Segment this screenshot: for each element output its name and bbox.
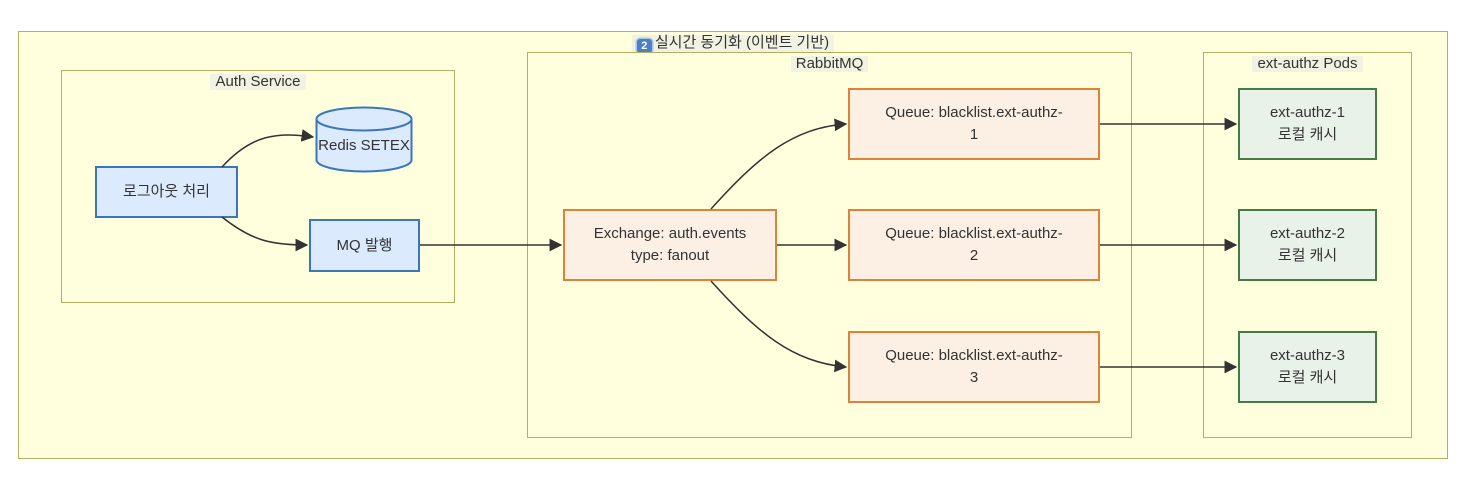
node-ext-authz-1-name: ext-authz-1 [1269,104,1346,121]
node-ext-authz-3: ext-authz-3 로컬 캐시 [1238,331,1377,403]
node-mq-publish-label: MQ 발행 [336,236,393,254]
node-mq-publish: MQ 발행 [309,219,420,272]
node-ext-authz-1-cache-label: 로컬 캐시 [1277,126,1338,143]
node-ext-authz-2-name: ext-authz-2 [1269,225,1346,242]
node-ext-authz-2: ext-authz-2 로컬 캐시 [1238,209,1377,281]
diagram-title: 실시간 동기화 (이벤트 기반) [654,34,830,51]
cluster-ext-authz-pods-label: ext-authz Pods [1252,56,1363,72]
node-exchange: Exchange: auth.events type: fanout [563,209,777,281]
node-queue-1-line2: 1 [969,126,979,143]
node-logout-handler-label: 로그아웃 처리 [123,183,210,200]
cluster-auth-service-label: Auth Service [210,74,306,90]
node-ext-authz-2-cache-label: 로컬 캐시 [1277,247,1338,264]
node-exchange-line2: type: fanout [630,247,710,264]
node-queue-2-line1: Queue: blacklist.ext-authz- [885,225,1063,242]
node-ext-authz-1: ext-authz-1 로컬 캐시 [1238,88,1377,160]
node-queue-2-line2: 2 [969,247,979,264]
node-ext-authz-3-cache-label: 로컬 캐시 [1277,369,1338,386]
node-ext-authz-3-name: ext-authz-3 [1269,347,1346,364]
node-redis-setex: Redis SETEX [315,106,413,173]
step-2-badge: 2 [636,39,652,53]
node-logout-handler: 로그아웃 처리 [95,166,238,218]
cylinder-shape [315,106,413,173]
node-queue-1-line1: Queue: blacklist.ext-authz- [885,104,1063,121]
node-queue-3: Queue: blacklist.ext-authz- 3 [848,331,1100,403]
node-queue-2: Queue: blacklist.ext-authz- 2 [848,209,1100,281]
node-queue-1: Queue: blacklist.ext-authz- 1 [848,88,1100,160]
node-queue-3-line1: Queue: blacklist.ext-authz- [885,347,1063,364]
cluster-rabbitmq-label: RabbitMQ [790,56,869,72]
node-queue-3-line2: 3 [969,369,979,386]
node-exchange-line1: Exchange: auth.events [593,225,747,242]
node-redis-setex-label: Redis SETEX [318,137,410,154]
